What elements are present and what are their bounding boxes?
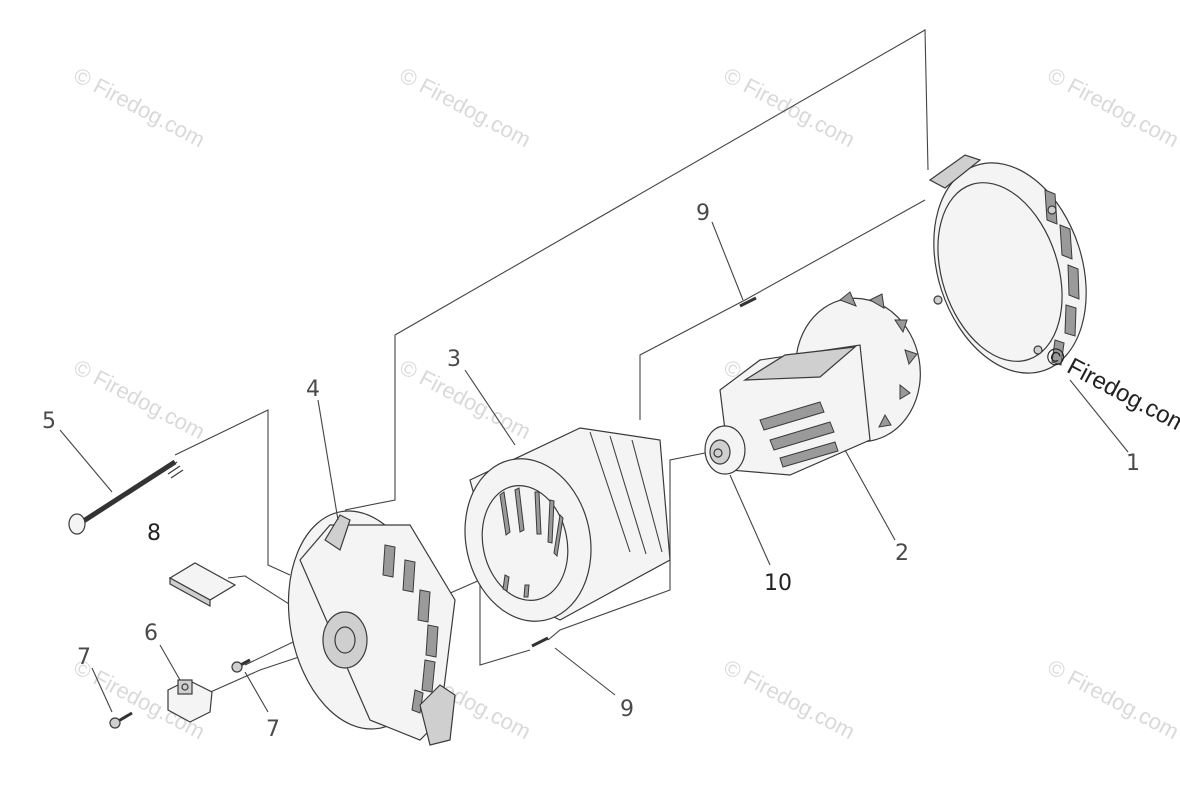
- callout-8: 8: [147, 521, 161, 546]
- part-screws: [109, 658, 251, 729]
- assembly-line-outer: [344, 29, 929, 511]
- part-front-housing: [287, 510, 456, 746]
- callout-9b: 9: [620, 697, 634, 722]
- watermark: © Firedog.com: [396, 62, 535, 152]
- part-brush-holder: [167, 679, 213, 723]
- watermark: © Firedog.com: [396, 354, 535, 444]
- assembly-line-axis: [547, 449, 721, 641]
- leader-6: [159, 644, 181, 681]
- callout-3: 3: [447, 347, 461, 372]
- watermark: © Firedog.com: [70, 62, 209, 152]
- callout-labels: 1 2 3 4 5 6 7 7 8 9 9 10: [42, 201, 1140, 742]
- watermark: © Firedog.com: [1044, 62, 1180, 152]
- callout-7b: 7: [266, 717, 280, 742]
- leader-3: [464, 369, 516, 446]
- leader-1: [1069, 379, 1129, 453]
- callout-1: 1: [1126, 451, 1140, 476]
- callout-4: 4: [306, 377, 320, 402]
- leader-lines: [59, 221, 1129, 713]
- part-through-bolt: [68, 459, 184, 535]
- assembly-line-top: [639, 199, 926, 420]
- leader-7b: [244, 671, 269, 713]
- callout-9a: 9: [696, 201, 710, 226]
- part-pins: [531, 296, 757, 648]
- leader-10: [729, 474, 771, 566]
- callout-2: 2: [895, 541, 909, 566]
- callout-10: 10: [764, 571, 792, 596]
- part-rotor-fan: [704, 291, 921, 476]
- callout-6: 6: [144, 621, 158, 646]
- watermark-layer: © Firedog.com © Firedog.com © Firedog.co…: [70, 62, 1180, 744]
- leader-2: [844, 449, 896, 541]
- leader-5: [59, 429, 113, 493]
- callout-5: 5: [42, 409, 56, 434]
- watermark: © Firedog.com: [720, 62, 859, 152]
- leader-9a: [711, 221, 744, 301]
- watermark: © Firedog.com: [720, 654, 859, 744]
- leader-7a: [91, 667, 113, 713]
- part-pad: [168, 562, 237, 608]
- callout-7a: 7: [77, 645, 91, 670]
- assembly-lines: [169, 29, 929, 711]
- part-stator: [464, 427, 671, 622]
- part-rear-cover: [928, 154, 1087, 374]
- leader-9b: [554, 647, 616, 696]
- assembly-line-bolt: [174, 409, 291, 576]
- leader-4: [317, 399, 339, 521]
- watermark-prominent: © Firedog.com: [1041, 341, 1180, 439]
- watermark: © Firedog.com: [1044, 654, 1180, 744]
- watermark: © Firedog.com: [70, 354, 209, 444]
